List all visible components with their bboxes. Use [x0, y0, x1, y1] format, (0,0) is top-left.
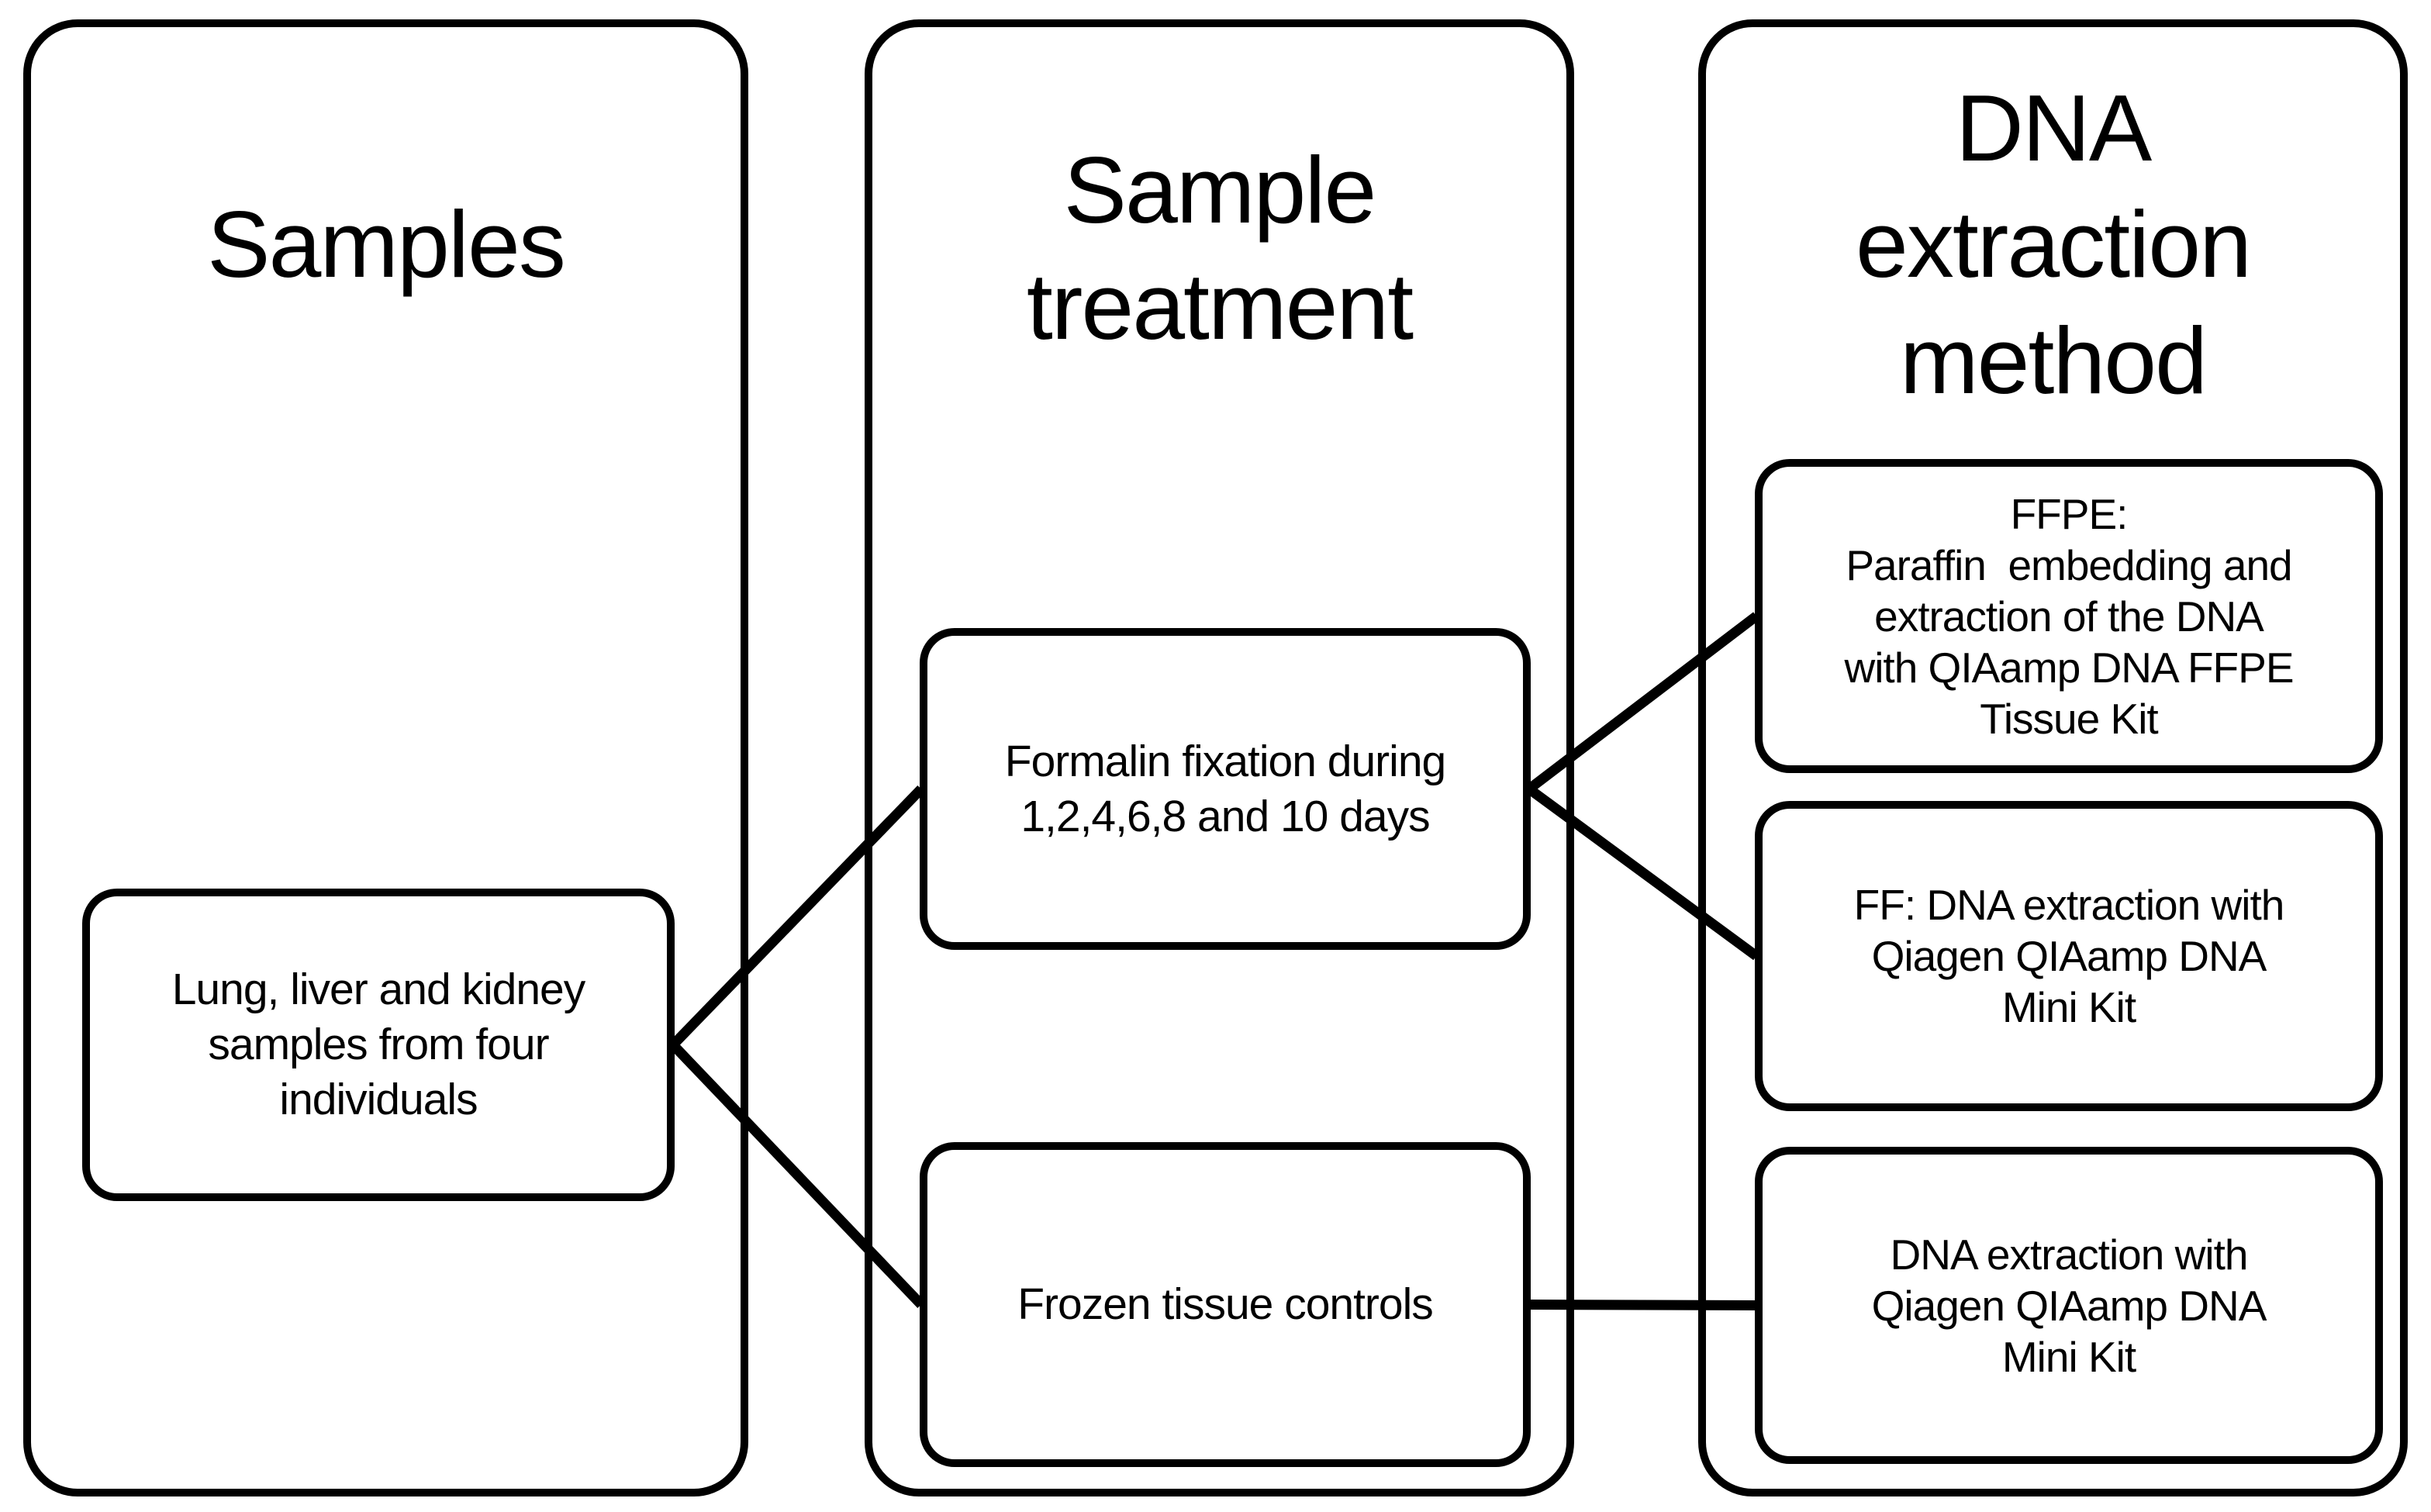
box-formalin: Formalin fixation during 1,2,4,6,8 and 1… — [920, 628, 1531, 950]
column-samples: Samples — [23, 19, 748, 1496]
column-title-sample-treatment: Sample treatment — [1026, 137, 1414, 359]
box-samples: Lung, liver and kidney samples from four… — [82, 889, 675, 1201]
column-title-dna-extraction-method: DNA extraction method — [1856, 75, 2252, 413]
box-frozen: Frozen tissue controls — [920, 1142, 1531, 1467]
box-ffpe: FFPE: Paraffin embedding and extraction … — [1755, 459, 2383, 773]
box-minikit: DNA extraction with Qiagen QIAamp DNA Mi… — [1755, 1147, 2383, 1464]
column-title-samples: Samples — [207, 192, 566, 297]
box-ff: FF: DNA extraction with Qiagen QIAamp DN… — [1755, 801, 2383, 1111]
